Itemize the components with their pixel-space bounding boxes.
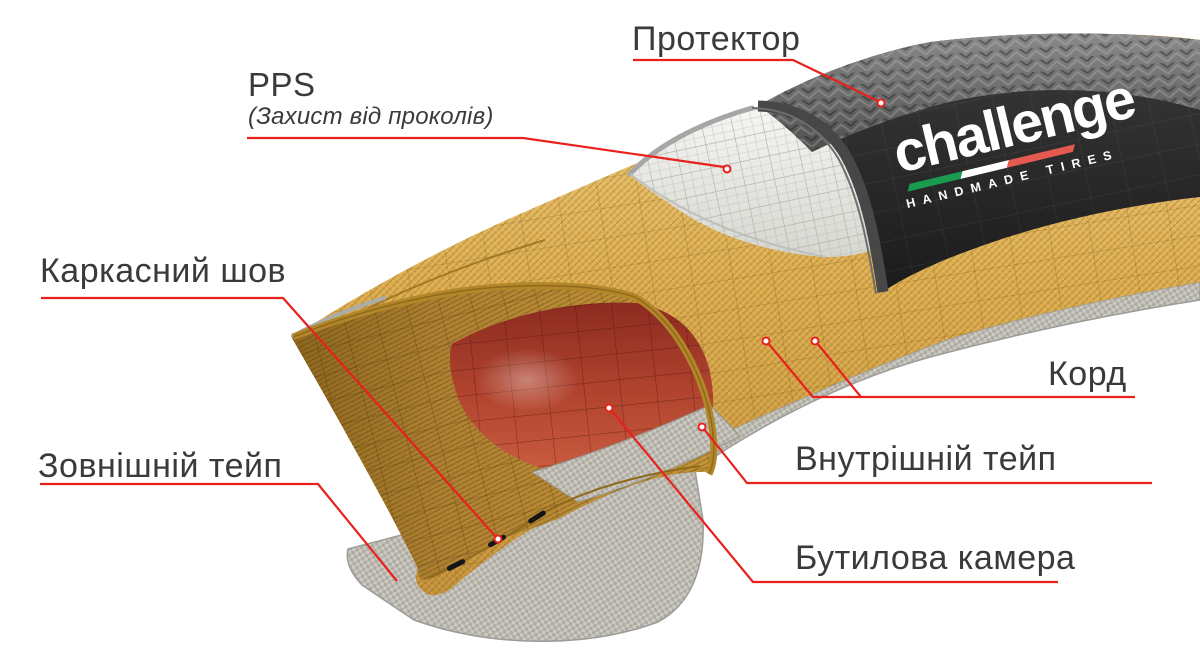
leader-dot-butyl-tube <box>604 403 614 413</box>
label-outer-tape: Зовнішній тейп <box>38 447 283 485</box>
label-butyl-tube: Бутилова камера <box>795 539 1076 577</box>
leader-inner-tape <box>703 428 1152 485</box>
leader-dot-carcass-seam <box>493 534 503 544</box>
leader-dot-tread <box>876 98 886 108</box>
leader-outer-tape <box>40 482 398 582</box>
stitch-mark <box>446 559 466 571</box>
label-pps-subtitle: (Захист від проколів) <box>248 103 494 130</box>
leader-endpoints <box>493 98 886 544</box>
pps-strip-front-edge <box>629 173 827 258</box>
fold-band-line <box>292 284 715 475</box>
pps-strip-rim <box>627 105 755 177</box>
tread-cut-edge-highlight <box>751 107 877 295</box>
label-tread: Протектор <box>632 20 801 58</box>
label-pps-title: PPS <box>248 66 316 103</box>
leader-dot-cord-2 <box>761 336 771 346</box>
tread-cut-edge <box>757 100 889 293</box>
leader-pps <box>247 136 725 169</box>
leader-lines <box>40 58 1152 584</box>
label-carcass-seam: Каркасний шов <box>40 252 287 290</box>
stitch-mark <box>528 510 546 524</box>
butyl-tube-layer <box>450 302 714 474</box>
inner-tape-shape <box>530 404 741 503</box>
butyl-tube-ribs <box>450 302 714 474</box>
leader-butyl-tube <box>610 409 1058 584</box>
leader-cord <box>767 342 1135 399</box>
leader-tread <box>633 58 879 102</box>
label-inner-tape: Внутрішній тейп <box>795 440 1057 478</box>
leader-dot-pps <box>722 164 732 174</box>
leader-dot-cord-1 <box>810 336 820 346</box>
leader-dot-inner-tape <box>697 422 707 432</box>
leader-carcass-seam <box>41 296 497 538</box>
label-cord: Корд <box>1048 355 1127 393</box>
carcass-cut-edge <box>291 282 718 476</box>
butyl-tube-highlight <box>475 348 579 412</box>
tread-pattern-texture <box>758 33 1200 152</box>
